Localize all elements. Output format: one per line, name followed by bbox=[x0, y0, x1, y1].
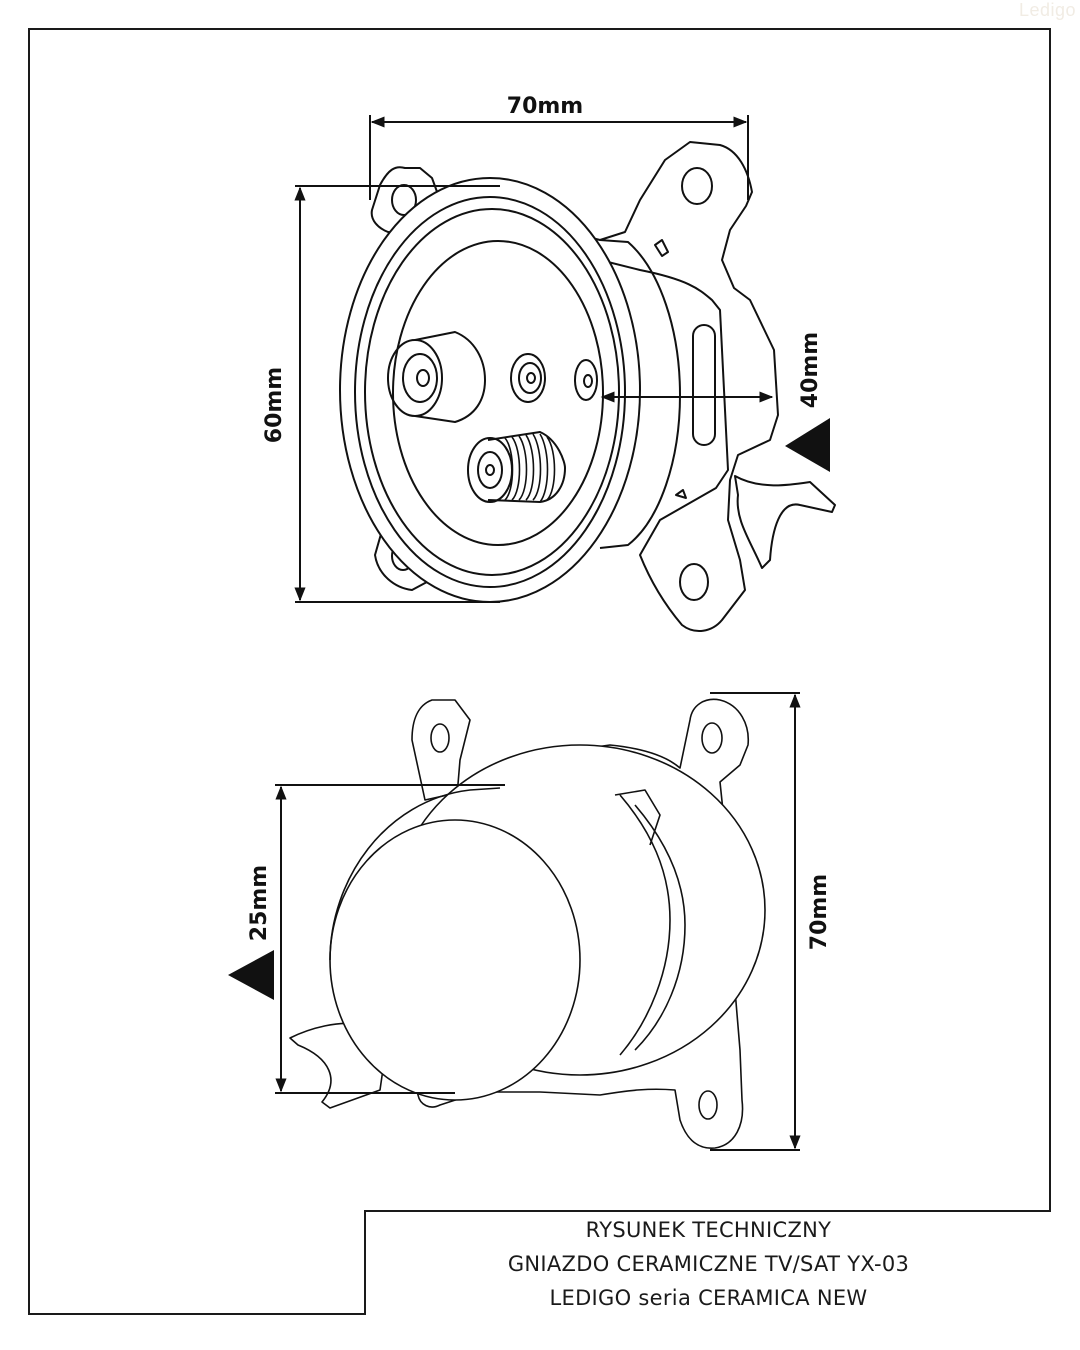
front-view-dimensions bbox=[294, 115, 774, 603]
title-line-1: RYSUNEK TECHNICZNY bbox=[585, 1217, 832, 1242]
top-depth-label: 40mm bbox=[798, 332, 823, 408]
front-view bbox=[339, 141, 836, 632]
side-mount-hole-top-right bbox=[701, 722, 723, 754]
mount-hole-bottom-right bbox=[679, 563, 709, 601]
side-cap bbox=[329, 819, 581, 1101]
wire-hook bbox=[734, 475, 836, 569]
title-block: RYSUNEK TECHNICZNY GNIAZDO CERAMICZNE TV… bbox=[364, 1210, 1051, 1315]
side-view-dimensions bbox=[275, 692, 801, 1151]
orientation-triangle-icon bbox=[785, 418, 830, 472]
side-height-label: 70mm bbox=[807, 874, 832, 950]
title-line-2: GNIAZDO CERAMICZNE TV/SAT YX-03 bbox=[507, 1251, 910, 1276]
sat-f-connector bbox=[487, 431, 566, 503]
brand-watermark: Ledigo bbox=[1018, 0, 1076, 20]
top-height-label: 60mm bbox=[262, 367, 287, 443]
side-wire-hook bbox=[289, 1022, 386, 1109]
side-diameter-label: 25mm bbox=[247, 865, 272, 941]
plate-slot bbox=[692, 324, 716, 446]
mounting-plate bbox=[370, 141, 779, 632]
mount-hole-top-right bbox=[681, 167, 713, 205]
side-view bbox=[289, 698, 766, 1149]
side-mount-hole-bottom bbox=[698, 1090, 718, 1120]
middle-pin-socket bbox=[510, 353, 546, 403]
side-orientation-triangle-icon bbox=[228, 950, 274, 1000]
side-mount-hole-top-left bbox=[430, 723, 450, 753]
right-pin-socket bbox=[574, 359, 598, 401]
top-width-label: 70mm bbox=[507, 94, 583, 119]
title-line-3: LEDIGO seria CERAMICA NEW bbox=[549, 1285, 868, 1310]
